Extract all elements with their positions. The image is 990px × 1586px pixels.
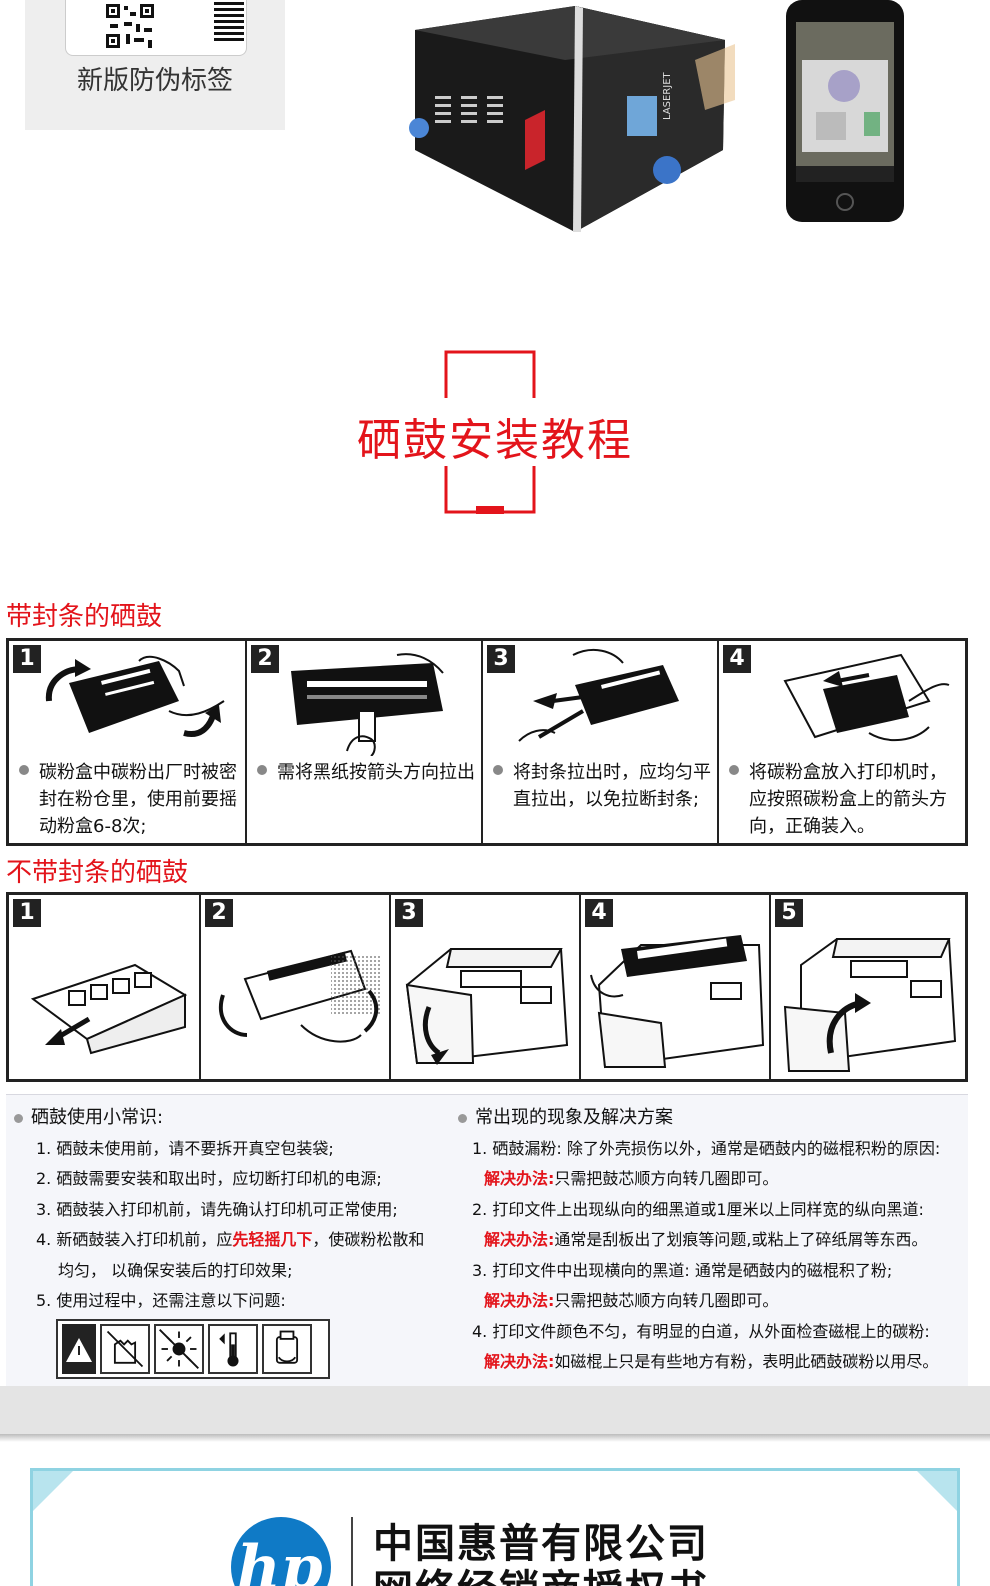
divider-shadow [0, 1434, 990, 1442]
sealed-steps: 1 碳粉盒中碳粉出厂时被密封在粉仓里，使用前要摇动粉盒6-8次; 2 需将黑纸按… [6, 638, 968, 846]
toner-box-image: LASERJET [409, 6, 735, 232]
troubleshooting-title: 常出现的现象及解决方案 [458, 1103, 964, 1134]
heading-frame [444, 350, 536, 514]
unsealed-section-title: 不带封条的硒鼓 [6, 858, 189, 888]
sealed-step-2: 2 需将黑纸按箭头方向拉出 [247, 641, 483, 843]
solution-text: 解决办法:只需把鼓芯顺方向转几圈即可。 [484, 1169, 779, 1188]
step-number: 4 [585, 899, 613, 927]
insert-cartridge-illustration [783, 653, 950, 742]
shake-emphasis: 先轻摇几下 [232, 1230, 313, 1249]
authorization-certificate: hp 中国惠普有限公司 网络经销商授权书 [30, 1468, 960, 1586]
unsealed-step-1: 1 [9, 895, 201, 1079]
unpack-cartridge-illustration [30, 963, 188, 1055]
close-printer-illustration [783, 938, 957, 1072]
step-number: 2 [205, 899, 233, 927]
qr-code-icon [104, 2, 156, 50]
no-disassemble-icon [262, 1323, 312, 1374]
usage-tip: 3. 硒鼓装入打印机前，请先确认打印机可正常使用; [36, 1199, 398, 1219]
step-number: 3 [395, 899, 423, 927]
usage-tip: 1. 硒鼓未使用前，请不要拆开真空包装袋; [36, 1138, 334, 1158]
usage-tips: 硒鼓使用小常识: 1. 硒鼓未使用前，请不要拆开真空包装袋; 2. 硒鼓需要安装… [14, 1103, 454, 1379]
unsealed-step-3: 3 [391, 895, 581, 1079]
usage-tip: 5. 使用过程中，还需注意以下问题: [36, 1291, 286, 1310]
troubleshooting: 常出现的现象及解决方案 1. 硒鼓漏粉: 除了外壳损伤以外，通常是硒鼓内的磁棍积… [458, 1103, 964, 1378]
problem-text: 3. 打印文件中出现横向的黑道: 通常是硒鼓内的磁棍积了粉; [472, 1260, 893, 1280]
solution-text: 解决办法:通常是刮板出了划痕等问题,或粘上了碎纸屑等东西。 [484, 1230, 928, 1249]
problem-text: 4. 打印文件颜色不匀，有明显的白道，从外面检查磁棍上的碳粉: [472, 1321, 930, 1341]
step-number: 1 [13, 645, 41, 673]
pull-black-paper-illustration [291, 653, 444, 756]
warning-triangle-icon [62, 1323, 96, 1374]
warning-icons [56, 1318, 330, 1379]
step-caption: 将碳粉盒放入打印机时，应按照碳粉盒上的箭头方向，正确装入。 [749, 762, 947, 837]
solution-text: 解决办法:只需把鼓芯顺方向转几圈即可。 [484, 1291, 779, 1310]
bullet-icon [257, 765, 267, 775]
usage-tip-continued: 均匀， 以确保安装后的打印效果; [58, 1260, 293, 1280]
bullet-icon [19, 765, 29, 775]
insert-drum-illustration [590, 935, 765, 1069]
step-caption: 需将黑纸按箭头方向拉出 [277, 762, 475, 783]
pull-seal-strip-illustration [518, 648, 679, 742]
sealed-step-1: 1 碳粉盒中碳粉出厂时被密封在粉仓里，使用前要摇动粉盒6-8次; [9, 641, 247, 843]
usage-tip: 2. 硒鼓需要安装和取出时，应切断打印机的电源; [36, 1169, 382, 1188]
problem-text: 1. 硒鼓漏粉: 除了外壳损伤以外，通常是硒鼓内的磁棍积粉的原因: [472, 1138, 941, 1158]
label-image [65, 0, 247, 56]
unsealed-step-4: 4 [581, 895, 771, 1079]
bullet-icon [729, 765, 739, 775]
open-printer-illustration [405, 948, 569, 1065]
bullet-icon [14, 1113, 23, 1123]
tips-panel: 硒鼓使用小常识: 1. 硒鼓未使用前，请不要拆开真空包装袋; 2. 硒鼓需要安装… [6, 1094, 968, 1386]
step-number: 5 [775, 899, 803, 927]
step-number: 3 [487, 645, 515, 673]
step-number: 4 [723, 645, 751, 673]
corner-decoration [917, 1471, 957, 1511]
unsealed-step-2: 2 [201, 895, 391, 1079]
step-caption: 碳粉盒中碳粉出厂时被密封在粉仓里，使用前要摇动粉盒6-8次; [39, 762, 237, 837]
shake-cartridge-illustration [45, 655, 225, 737]
divider [351, 1517, 353, 1586]
corner-decoration [33, 1471, 73, 1511]
anti-counterfeit-label-card: 新版防伪标签 [25, 0, 285, 130]
company-name: 中国惠普有限公司 [373, 1520, 709, 1567]
sealed-section-title: 带封条的硒鼓 [6, 602, 163, 632]
phone-scan-image [786, 0, 904, 222]
usage-tip: 4. 新硒鼓装入打印机前，应先轻摇几下，使碳粉松散和 [36, 1230, 425, 1249]
unsealed-step-5: 5 [771, 895, 965, 1079]
step-caption: 将封条拉出时，应均匀平直拉出，以免拉断封条; [513, 762, 711, 810]
unsealed-steps: 1 2 3 [6, 892, 968, 1082]
svg-text:LASERJET: LASERJET [662, 71, 673, 120]
sealed-step-4: 4 将碳粉盒放入打印机时，应按照碳粉盒上的箭头方向，正确装入。 [719, 641, 965, 843]
no-sunlight-icon [154, 1323, 204, 1374]
problem-text: 2. 打印文件上出现纵向的细黑道或1厘米以上同样宽的纵向黑道: [472, 1199, 924, 1219]
divider-band [0, 1386, 990, 1434]
no-touch-icon [100, 1323, 150, 1374]
certificate-title: 网络经销商授权书 [373, 1557, 709, 1586]
label-caption: 新版防伪标签 [76, 66, 233, 96]
step-number: 1 [13, 899, 41, 927]
hp-logo-text: hp [237, 1533, 323, 1586]
solution-text: 解决办法:如磁棍上只是有些地方有粉，表明此硒鼓碳粉以用尽。 [484, 1352, 939, 1371]
shake-drum-illustration [219, 949, 381, 1043]
bullet-icon [493, 765, 503, 775]
bullet-icon [458, 1113, 467, 1123]
temperature-icon [208, 1323, 258, 1374]
sealed-step-3: 3 将封条拉出时，应均匀平直拉出，以免拉断封条; [483, 641, 719, 843]
page-title: 硒鼓安装教程 [357, 415, 633, 466]
step-number: 2 [251, 645, 279, 673]
usage-tips-title: 硒鼓使用小常识: [14, 1103, 454, 1134]
barcode-icon [214, 2, 244, 42]
